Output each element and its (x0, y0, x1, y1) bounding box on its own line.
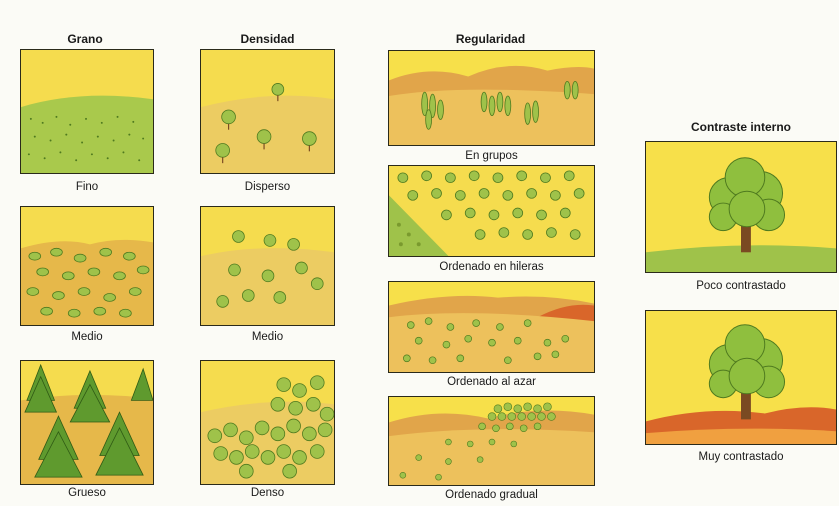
caption-muy-contrastado: Muy contrastado (645, 451, 837, 463)
caption-disperso: Disperso (200, 181, 335, 193)
caption-ordenado-al-azar: Ordenado al azar (388, 376, 595, 388)
panel-muy-contrastado (645, 310, 837, 445)
panel-ordenado-en-hileras (388, 165, 595, 257)
panel-medio-grano (20, 206, 154, 326)
caption-medio-grano: Medio (20, 331, 154, 343)
caption-ordenado-en-hileras: Ordenado en hileras (388, 261, 595, 273)
panel-en-grupos (388, 50, 595, 146)
panel-disperso (200, 49, 335, 174)
caption-poco-contrastado: Poco contrastado (645, 280, 837, 292)
caption-medio-densidad: Medio (200, 331, 335, 343)
caption-fino: Fino (20, 181, 154, 193)
panel-medio-densidad (200, 206, 335, 326)
column-title-regularidad: Regularidad (388, 32, 593, 46)
panel-ordenado-al-azar (388, 281, 595, 373)
panel-denso (200, 360, 335, 485)
caption-ordenado-gradual: Ordenado gradual (388, 489, 595, 501)
caption-grueso: Grueso (20, 487, 154, 499)
panel-ordenado-gradual (388, 396, 595, 486)
column-title-grano: Grano (20, 32, 150, 46)
panel-grueso (20, 360, 154, 485)
column-title-contraste-interno: Contraste interno (645, 120, 837, 134)
panel-fino (20, 49, 154, 174)
column-title-densidad: Densidad (200, 32, 335, 46)
caption-en-grupos: En grupos (388, 150, 595, 162)
panel-poco-contrastado (645, 141, 837, 273)
caption-denso: Denso (200, 487, 335, 499)
